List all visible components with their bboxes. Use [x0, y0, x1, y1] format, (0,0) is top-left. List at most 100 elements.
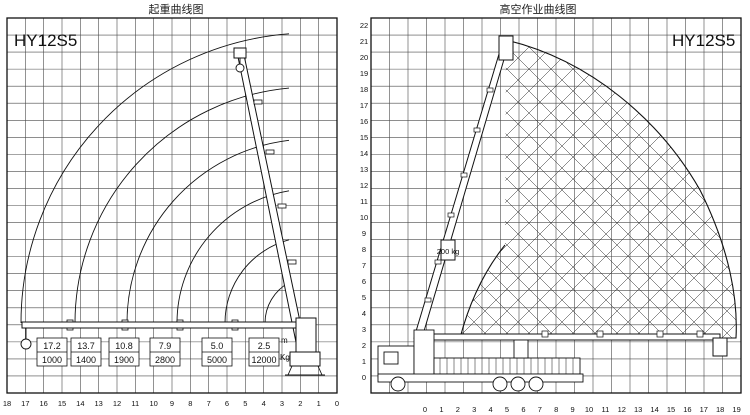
boom-head: [233, 47, 247, 59]
aerial-x-tick: 18: [716, 405, 724, 414]
aerial-x-tick: 9: [571, 405, 575, 414]
aerial-y-tick: 5: [362, 293, 366, 302]
aerial-x-tick: 1: [439, 405, 443, 414]
aerial-y-tick: 10: [360, 213, 368, 222]
lifting-frame: [6, 17, 338, 394]
aerial-x-tick: 10: [585, 405, 593, 414]
end-basket: [712, 337, 728, 357]
aerial-y-tick: 9: [362, 229, 366, 238]
lifting-x-tick: 12: [113, 399, 121, 408]
top-basket: [498, 35, 514, 61]
load-table-load: 1000: [42, 355, 62, 365]
radius-arcs: [20, 33, 290, 324]
load-table: 17.2 1000 13.7 1400 10.8 1900 7.9 2800 5.0 5000 2.…: [36, 337, 280, 367]
lifting-x-tick: 17: [21, 399, 29, 408]
aerial-frame: [370, 17, 742, 394]
radius-arc: [176, 190, 290, 324]
hook-low-icon: [20, 338, 32, 350]
aerial-model-label: HY12S5: [672, 31, 735, 50]
lifting-model-label: HY12S5: [14, 31, 77, 50]
lifting-x-tick: 16: [39, 399, 47, 408]
aerial-y-tick: 15: [360, 133, 368, 142]
aerial-x-tick: 7: [538, 405, 542, 414]
lifting-x-tick: 11: [131, 399, 139, 408]
load-table-radius: 10.8: [115, 341, 133, 351]
wheel-front: [390, 376, 406, 392]
aerial-y-tick: 20: [360, 53, 368, 62]
aerial-x-tick: 19: [732, 405, 740, 414]
truck-chassis: [377, 373, 584, 383]
truck: [377, 329, 584, 392]
load-table-load: 1400: [76, 355, 96, 365]
load-table-cell: 2.5 12000: [248, 337, 280, 367]
load-table-radius: 7.9: [159, 341, 172, 351]
aerial-x-tick: 16: [683, 405, 691, 414]
aerial-y-tick: 4: [362, 309, 366, 318]
aerial-y-tick: 18: [360, 85, 368, 94]
load-table-radius: 5.0: [211, 341, 224, 351]
load-table-cell: 5.0 5000: [201, 337, 233, 367]
aerial-x-tick: 11: [602, 405, 610, 414]
crane-column-truck: [413, 329, 435, 379]
radius-arc: [74, 87, 290, 324]
aerial-work-panel: 高空作业曲线图 HY12S5 200 kg: [360, 2, 742, 414]
load-table-radius: 17.2: [43, 341, 61, 351]
load-table-cell: 13.7 1400: [70, 337, 102, 367]
aerial-y-tick: 11: [360, 197, 368, 206]
load-table-load: 5000: [207, 355, 227, 365]
aerial-x-tick: 3: [472, 405, 476, 414]
lifting-curve-panel: 起重曲线图 HY12S5 17.2 1000 13.7 1400 10.8 1900 7.9…: [3, 2, 339, 408]
aerial-x-tick: 17: [700, 405, 708, 414]
aerial-y-tick: 22: [360, 21, 368, 30]
aerial-x-tick: 0: [423, 405, 427, 414]
unit-load-label: Kg: [280, 353, 290, 362]
aerial-y-tick: 7: [362, 261, 366, 270]
aerial-y-tick: 14: [360, 149, 368, 158]
aerial-x-tick: 15: [667, 405, 675, 414]
lifting-x-tick: 6: [225, 399, 229, 408]
aerial-x-tick: 4: [489, 405, 493, 414]
envelope-mesh: [460, 40, 737, 338]
radius-arc: [20, 33, 290, 324]
load-table-radius: 2.5: [258, 341, 271, 351]
lifting-x-tick: 4: [262, 399, 266, 408]
aerial-y-tick: 0: [362, 373, 366, 382]
wheel-rear-2: [510, 376, 526, 392]
working-envelope: [459, 39, 737, 339]
aerial-y-tick: 1: [362, 357, 366, 366]
aerial-y-tick: 3: [362, 325, 366, 334]
aerial-x-tick: 6: [521, 405, 525, 414]
aerial-curve-title: 高空作业曲线图: [500, 2, 577, 16]
lifting-grid: [7, 18, 337, 393]
crane-boom: [20, 47, 325, 376]
load-table-cell: 17.2 1000: [36, 337, 68, 367]
horizontal-boom: [21, 321, 308, 329]
boom-section: [237, 54, 307, 353]
wheel-rear-3: [528, 376, 544, 392]
unit-radius-label: m: [281, 336, 288, 345]
aerial-horizontal-boom: [419, 333, 721, 341]
lifting-x-tick: 10: [149, 399, 157, 408]
lifting-x-tick: 3: [280, 399, 284, 408]
load-table-radius: 13.7: [77, 341, 95, 351]
load-table-cell: 10.8 1900: [108, 337, 140, 367]
aerial-boom: 200 kg: [413, 35, 514, 339]
aerial-y-tick: 17: [360, 101, 368, 110]
lifting-x-tick: 18: [3, 399, 11, 408]
load-table-load: 1900: [114, 355, 134, 365]
crane-base: [289, 351, 321, 367]
aerial-y-tick: 19: [360, 69, 368, 78]
aerial-x-tick: 12: [618, 405, 626, 414]
aerial-x-tick: 5: [505, 405, 509, 414]
load-table-load: 12000: [251, 355, 276, 365]
load-table-load: 2800: [155, 355, 175, 365]
lifting-curve-title: 起重曲线图: [149, 2, 204, 16]
aerial-y-tick: 16: [360, 117, 368, 126]
aerial-x-tick: 8: [554, 405, 558, 414]
rear-crane: [513, 339, 529, 359]
lifting-x-tick: 14: [76, 399, 84, 408]
aerial-y-tick: 21: [360, 37, 368, 46]
